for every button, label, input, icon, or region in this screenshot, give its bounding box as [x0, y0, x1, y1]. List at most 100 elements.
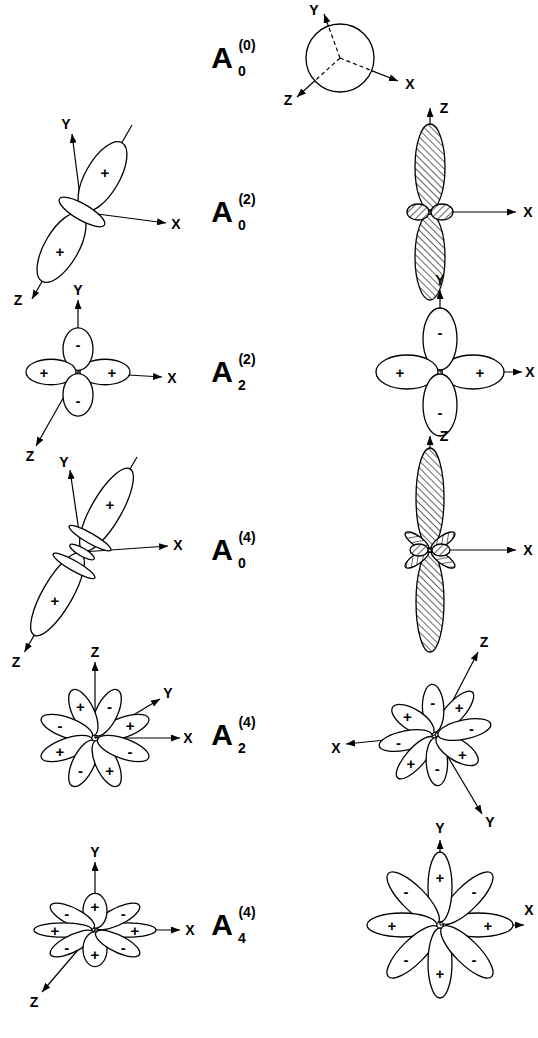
sign-label: +: [51, 923, 60, 938]
sign-label: +: [476, 365, 485, 380]
sign-label: +: [56, 744, 65, 759]
lobe-group: [34, 893, 156, 966]
axis-line: [372, 71, 398, 81]
axis-label: X: [185, 923, 194, 937]
sign-label: -: [430, 694, 435, 709]
lobe: [415, 124, 445, 210]
lobe: [410, 544, 428, 556]
axis-label: Y: [90, 845, 99, 859]
lobe-group: [403, 448, 458, 652]
sign-label: -: [471, 884, 476, 899]
lobe: [407, 204, 429, 220]
axis-label: Z: [91, 645, 100, 659]
sign-label: +: [91, 899, 100, 914]
symbol-label: A: [211, 43, 233, 73]
sign-label: +: [40, 365, 49, 380]
symbol-label: A: [211, 197, 233, 227]
sign-label: +: [406, 756, 415, 771]
axis-line: [315, 58, 340, 81]
lobe-group: [26, 328, 130, 416]
sign-label: -: [64, 906, 69, 921]
axis-label: X: [167, 371, 176, 385]
axis-label: Z: [284, 93, 293, 107]
sign-label: +: [91, 947, 100, 962]
axis-label: Y: [61, 117, 70, 131]
lobe-ring: [55, 192, 108, 232]
symbol-label: 2: [238, 378, 246, 392]
axis-label: X: [524, 903, 533, 917]
axis-label: X: [523, 205, 532, 219]
sign-label: +: [76, 699, 85, 714]
axis-label: Z: [30, 995, 39, 1009]
symbol-label: (2): [238, 352, 255, 366]
symbol-label: (4): [238, 715, 255, 729]
lobe: [415, 214, 445, 300]
sign-label: +: [484, 918, 493, 933]
sign-label: -: [78, 762, 83, 777]
lobe-group: [37, 686, 153, 790]
axis-label: X: [405, 77, 414, 91]
sign-label: +: [396, 365, 405, 380]
axis-label: X: [331, 741, 340, 755]
sign-label: -: [76, 393, 81, 408]
sign-label: +: [106, 497, 115, 512]
axis-line: [324, 14, 328, 26]
axis-label: Y: [59, 455, 68, 469]
symbol-label: A: [211, 535, 233, 565]
symbol-label: 0: [238, 64, 246, 78]
sign-label: +: [108, 365, 117, 380]
axis-label: X: [523, 543, 532, 557]
sign-label: +: [131, 923, 140, 938]
axis-label: Z: [26, 449, 35, 463]
sign-label: -: [438, 325, 443, 340]
symbol-label: 2: [238, 741, 246, 755]
sign-label: +: [436, 966, 445, 981]
axis-label: X: [173, 538, 182, 552]
axis-line: [328, 26, 340, 58]
sign-label: +: [455, 699, 464, 714]
sphere: [306, 24, 374, 92]
lobe-group: [19, 130, 144, 295]
axis-label: Z: [440, 429, 449, 443]
symbol-label: A: [211, 357, 233, 387]
axis-label: Z: [480, 635, 489, 649]
lobe: [63, 374, 93, 417]
symbol-label: (2): [238, 192, 255, 206]
lobe-group: [367, 852, 513, 998]
sign-label: +: [126, 717, 135, 732]
axis-label: Y: [73, 283, 82, 297]
symbol-label: A: [211, 720, 233, 750]
axis-label: X: [171, 217, 180, 231]
symbol-label: 0: [238, 556, 246, 570]
lobe: [437, 715, 491, 744]
symbol-label: (4): [238, 530, 255, 544]
axis-line: [340, 58, 372, 71]
axis-label: Z: [14, 293, 23, 307]
axis-label: Y: [435, 821, 444, 835]
sign-label: +: [105, 762, 114, 777]
sign-label: -: [404, 951, 409, 966]
lobe: [416, 552, 444, 652]
sign-label: -: [435, 761, 440, 776]
lobe: [94, 730, 153, 767]
sign-label: -: [396, 734, 401, 749]
sign-label: -: [404, 884, 409, 899]
symbol-label: A: [211, 910, 233, 940]
lobe: [432, 544, 450, 556]
lobe-group: [376, 308, 504, 436]
lobe: [431, 204, 453, 220]
lobe-group: [407, 124, 453, 300]
lobe: [416, 448, 444, 548]
lobe-group: [360, 664, 509, 807]
sign-label: +: [101, 165, 110, 180]
sign-label: -: [469, 721, 474, 736]
sign-label: +: [51, 593, 60, 608]
symbol-label: 0: [238, 218, 246, 232]
sign-label: -: [438, 405, 443, 420]
lobe-group: [13, 457, 151, 647]
axis-label: Z: [12, 655, 21, 669]
lobe: [423, 374, 457, 436]
sign-label: -: [76, 337, 81, 352]
lobe-ring: [68, 542, 96, 563]
